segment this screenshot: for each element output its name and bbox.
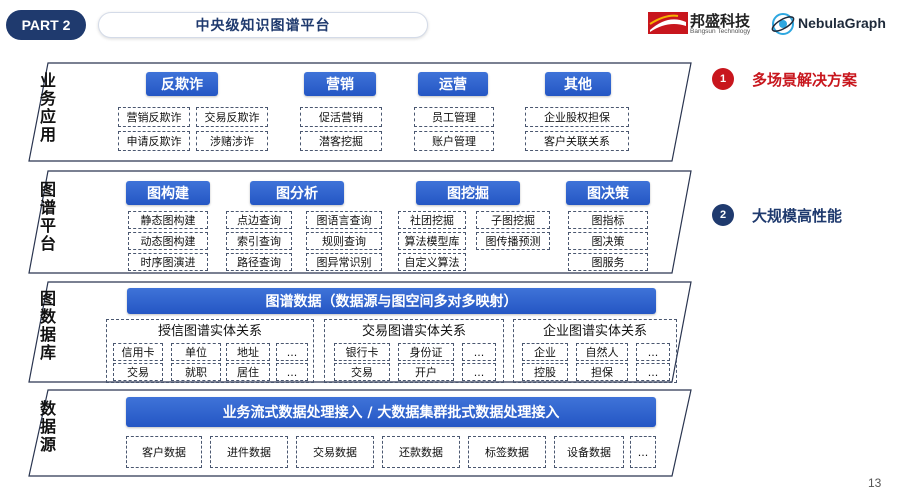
group-enterprise-graph <box>513 319 677 383</box>
head-graph-decision: 图决策 <box>566 181 650 205</box>
item-graph-decision: 图决策 <box>568 232 648 250</box>
group-credit-title: 授信图谱实体关系 <box>157 324 262 339</box>
item-temporal-evolution: 时序图演进 <box>128 253 208 271</box>
nebula-logo-text: NebulaGraph <box>798 15 886 31</box>
item-graph-language-query: 图语言查询 <box>306 211 382 229</box>
entity-enterprise: 企业 <box>522 343 568 361</box>
head-graph-mining: 图挖掘 <box>416 181 520 205</box>
head-operations: 运营 <box>418 72 488 96</box>
layer-business-label: 业务应用 <box>39 71 56 144</box>
relation-trade: 交易 <box>334 363 390 381</box>
relation-transaction-more: ... <box>462 363 496 381</box>
bangsun-logo: 邦盛科技 Bangsun Technology <box>648 12 758 38</box>
relation-account-opening: 开户 <box>398 363 454 381</box>
relation-employment: 就职 <box>171 363 221 381</box>
entity-address: 地址 <box>226 343 270 361</box>
entity-bank-card: 银行卡 <box>334 343 390 361</box>
item-employee-mgmt: 员工管理 <box>414 107 494 127</box>
graph-data-banner: 图谱数据（数据源与图空间多对多映射） <box>127 288 656 314</box>
item-account-mgmt: 账户管理 <box>414 131 494 151</box>
item-graph-metrics: 图指标 <box>568 211 648 229</box>
entity-employer: 单位 <box>171 343 221 361</box>
group-enterprise-title: 企业图谱实体关系 <box>542 324 647 339</box>
source-application-data: 进件数据 <box>210 436 288 468</box>
side-point-2: 2 大规模高性能 <box>712 204 842 226</box>
item-rule-query: 规则查询 <box>306 232 382 250</box>
item-graph-anomaly: 图异常识别 <box>306 253 382 271</box>
source-repayment-data: 还款数据 <box>382 436 460 468</box>
head-anti-fraud: 反欺诈 <box>146 72 218 96</box>
side-number-1: 1 <box>712 68 734 90</box>
entity-natural-person: 自然人 <box>576 343 628 361</box>
source-transaction-data: 交易数据 <box>296 436 374 468</box>
entity-id-card: 身份证 <box>398 343 454 361</box>
part-tag: PART 2 <box>6 10 86 40</box>
nebulagraph-logo: NebulaGraph <box>770 10 895 38</box>
item-path-query: 路径查询 <box>226 253 292 271</box>
source-tag-data: 标签数据 <box>468 436 546 468</box>
head-other: 其他 <box>545 72 611 96</box>
item-transaction-anti-fraud: 交易反欺诈 <box>196 107 268 127</box>
head-graph-build: 图构建 <box>126 181 210 205</box>
entity-credit-card: 信用卡 <box>113 343 163 361</box>
item-vertex-edge-query: 点边查询 <box>226 211 292 229</box>
item-customer-relation: 客户关联关系 <box>525 131 629 151</box>
entity-transaction-more: ... <box>462 343 496 361</box>
bangsun-logo-cn: 邦盛科技 <box>690 12 751 30</box>
relation-transaction: 交易 <box>113 363 163 381</box>
item-subgraph-mining: 子图挖掘 <box>476 211 550 229</box>
item-dynamic-build: 动态图构建 <box>128 232 208 250</box>
relation-credit-more: ... <box>276 363 308 381</box>
item-activation-marketing: 促活营销 <box>300 107 382 127</box>
item-index-query: 索引查询 <box>226 232 292 250</box>
item-model-library: 算法模型库 <box>398 232 466 250</box>
source-more: ... <box>630 436 656 468</box>
item-custom-algorithm: 自定义算法 <box>398 253 466 271</box>
group-transaction-graph <box>324 319 504 383</box>
item-marketing-anti-fraud: 营销反欺诈 <box>118 107 190 127</box>
relation-holding: 控股 <box>522 363 568 381</box>
group-transaction-title: 交易图谱实体关系 <box>361 324 466 339</box>
page-title: 中央级知识图谱平台 <box>98 12 428 38</box>
relation-residence: 居住 <box>226 363 270 381</box>
entity-enterprise-more: ... <box>636 343 670 361</box>
relation-enterprise-more: ... <box>636 363 670 381</box>
item-application-anti-fraud: 申请反欺诈 <box>118 131 190 151</box>
ingestion-banner: 业务流式数据处理接入 / 大数据集群批式数据处理接入 <box>126 397 656 427</box>
item-static-build: 静态图构建 <box>128 211 208 229</box>
layer-source-label: 数据源 <box>39 399 56 454</box>
nebula-planet-icon <box>771 13 795 35</box>
side-text-1: 多场景解决方案 <box>752 70 858 89</box>
page-number: 13 <box>868 476 882 490</box>
item-propagation-prediction: 图传播预测 <box>476 232 550 250</box>
entity-credit-more: ... <box>276 343 308 361</box>
item-graph-service: 图服务 <box>568 253 648 271</box>
side-number-2: 2 <box>712 204 734 226</box>
item-community-mining: 社团挖掘 <box>398 211 466 229</box>
item-prospect-mining: 潜客挖掘 <box>300 131 382 151</box>
item-gambling-fraud: 涉赌涉诈 <box>196 131 268 151</box>
group-credit-graph <box>106 319 314 383</box>
source-customer-data: 客户数据 <box>126 436 202 468</box>
bangsun-mark-icon <box>648 12 688 34</box>
source-device-data: 设备数据 <box>554 436 624 468</box>
side-text-2: 大规模高性能 <box>752 206 843 225</box>
head-graph-analysis: 图分析 <box>250 181 344 205</box>
item-equity-guarantee: 企业股权担保 <box>525 107 629 127</box>
layer-database-label: 图数据库 <box>39 289 56 362</box>
relation-guarantee: 担保 <box>576 363 628 381</box>
layer-platform-label: 图谱平台 <box>39 180 56 253</box>
head-marketing: 营销 <box>304 72 376 96</box>
side-point-1: 1 多场景解决方案 <box>712 68 857 90</box>
bangsun-logo-en: Bangsun Technology <box>690 28 751 35</box>
